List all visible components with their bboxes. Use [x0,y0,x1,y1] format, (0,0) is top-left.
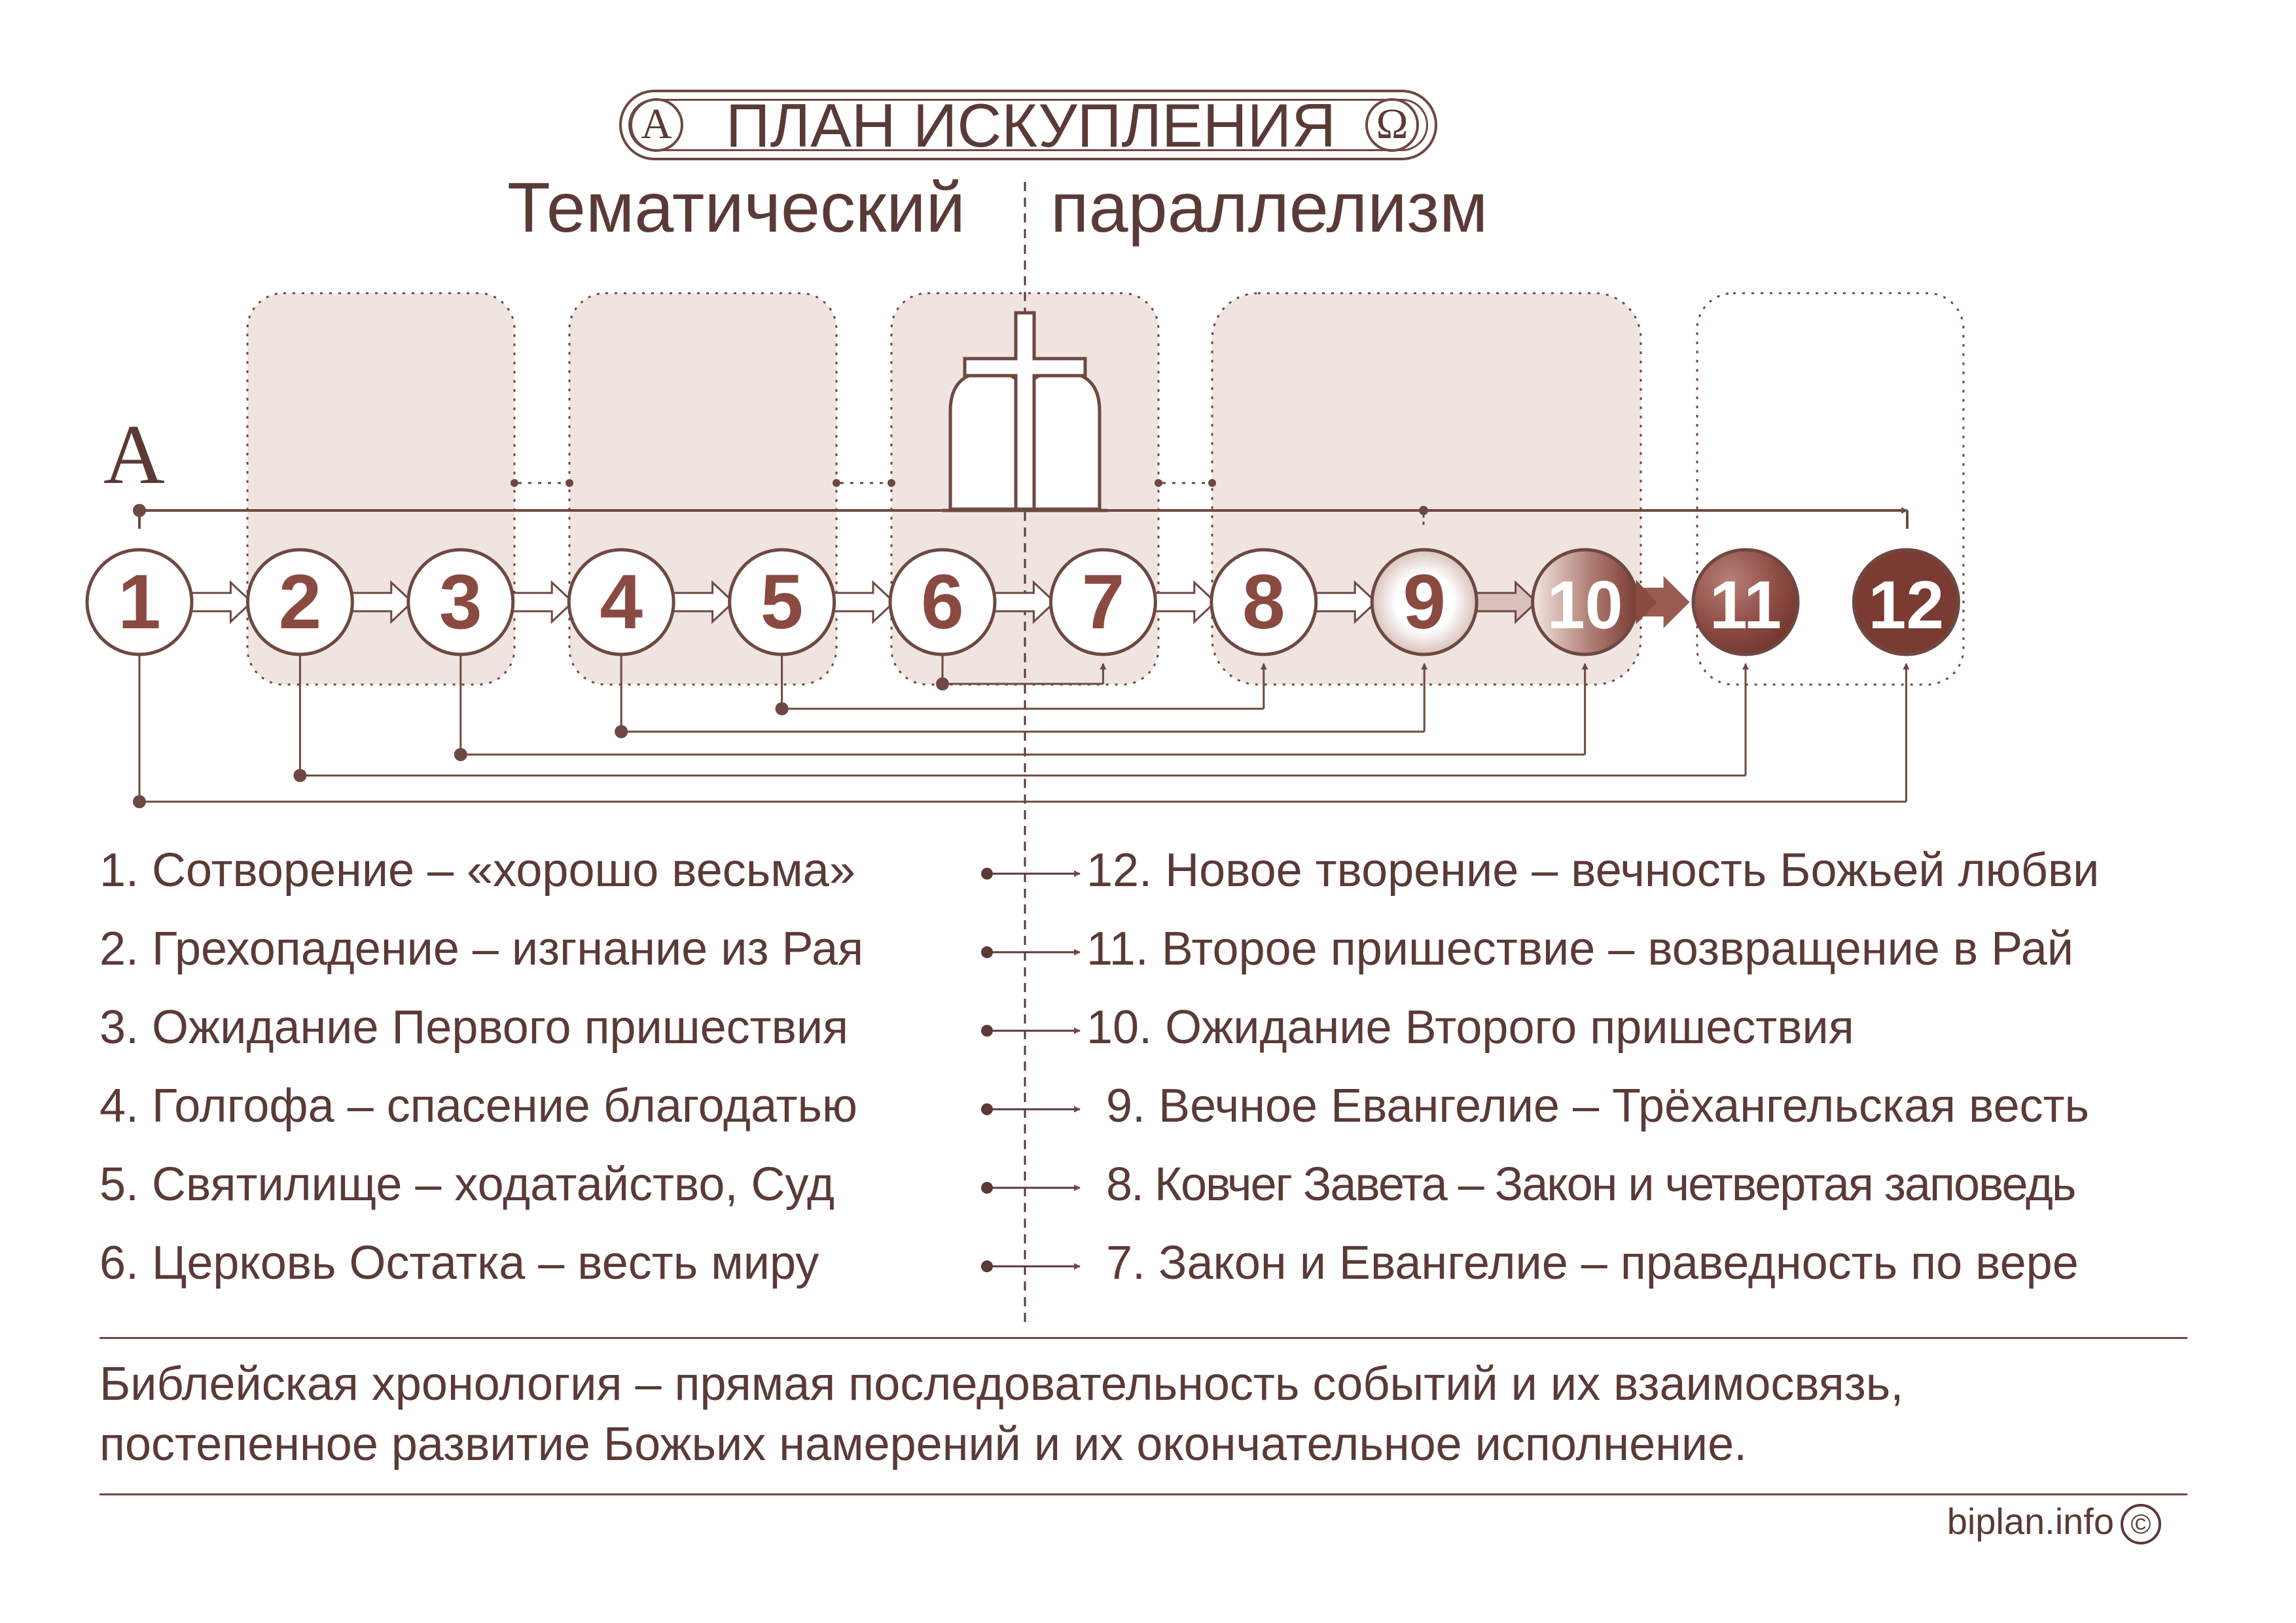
node-label-3: 3 [439,559,482,645]
pair-right-10: 10. Ожидание Второго пришествия [1086,1001,1854,1054]
node-label-11: 11 [1710,567,1782,643]
sequence-arrow-9 [1473,580,1538,624]
copyright-icon: © [2121,1504,2161,1544]
sequence-arrow-7 [1151,580,1217,624]
node-label-10: 10 [1547,567,1623,643]
sequence-arrow-5 [831,580,896,624]
node-label-12: 12 [1869,567,1945,643]
node-circle-4 [567,548,675,656]
sequence-arrow-2 [348,580,414,624]
pair-right-7: 7. Закон и Евангелие – праведность по ве… [1106,1237,2079,1289]
pair-left-1: 1. Сотворение – «хорошо весьма» [99,844,855,897]
divider-top [99,1337,2187,1339]
pairing-links [133,654,1910,808]
pair-left-2: 2. Грехопадение – изгнание из Рая [99,923,864,975]
node-10-arrow-tip [1636,580,1657,624]
alpha-label: A [103,408,165,502]
alpha-badge: A [630,98,683,152]
sequence-arrow-8 [1312,580,1378,624]
node-label-7: 7 [1082,559,1125,645]
node-label-4: 4 [600,559,643,645]
node-circle-3 [406,548,515,656]
sequence-arrow-1 [188,580,253,624]
pair-right-12: 12. Новое творение – вечность Божьей люб… [1086,844,2100,897]
page-title: ПЛАН ИСКУПЛЕНИЯ [725,91,1336,160]
sequence-arrow-6 [991,580,1056,624]
caption-line-1: Библейская хронология – прямая последова… [99,1358,1904,1410]
caption-line-2: постепенное развитие Божьих намерений и … [99,1418,1748,1471]
pair-right-11: 11. Второе пришествие – возвращение в Ра… [1086,923,2073,975]
node-label-6: 6 [921,559,964,645]
pair-right-9: 9. Вечное Евангелие – Трёхангельская вес… [1106,1080,2089,1132]
node-circle-12 [1852,548,1960,656]
panel-connectors [511,479,1216,487]
node-circle-9 [1370,548,1479,656]
omega-badge: Ω [1365,98,1419,152]
node-label-9: 9 [1403,559,1446,645]
pair-left-4: 4. Голгофа – спасение благодатью [99,1080,858,1132]
node-circle-1 [85,548,194,656]
site-credit: biplan.info [1946,1501,2114,1542]
node-label-8: 8 [1242,559,1285,645]
node-circle-11 [1691,548,1800,656]
title-frame [619,90,1437,160]
subtitle-right: параллелизм [1050,168,1488,247]
node-circle-8 [1210,548,1318,656]
tablets-cross-icon [942,311,1107,512]
pair-left-3: 3. Ожидание Первого пришествия [99,1001,849,1054]
title-frame-inner [628,99,1428,151]
row-connectors [981,868,1081,1272]
sequence-arrow-4 [670,580,735,624]
node-circle-6 [888,548,997,656]
divider-bottom [99,1493,2187,1495]
node-circle-7 [1049,548,1157,656]
subtitle-left: Тематический [507,168,965,247]
node-label-1: 1 [118,559,161,645]
node-label-5: 5 [761,559,804,645]
sequence-arrow-3 [509,580,575,624]
node-label-2: 2 [279,559,322,645]
node-circle-2 [245,548,354,656]
pair-left-5: 5. Святилище – ходатайство, Суд [99,1158,835,1211]
pair-left-6: 6. Церковь Остатка – весть миру [99,1237,819,1289]
pair-right-8: 8. Ковчег Завета – Закон и четвертая зап… [1106,1158,2076,1211]
node-circle-5 [728,548,836,656]
